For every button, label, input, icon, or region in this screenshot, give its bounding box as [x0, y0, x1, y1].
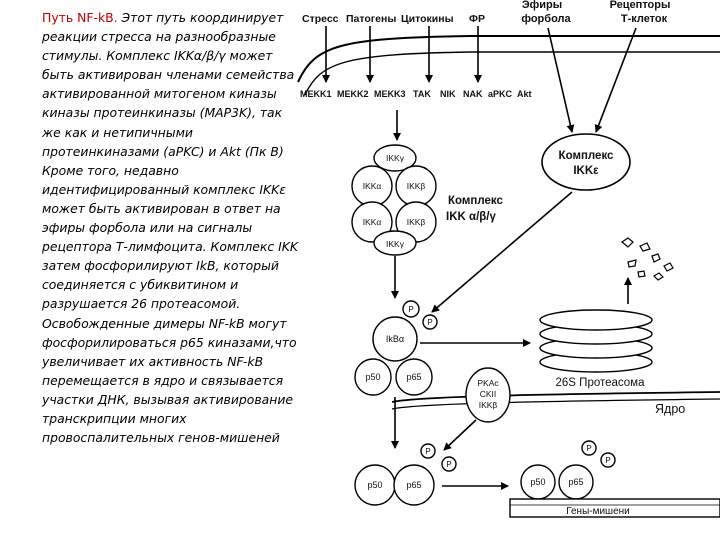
- fragment: [653, 272, 664, 281]
- description-lead: Путь NF-kB.: [42, 10, 118, 25]
- cell-membrane: [297, 35, 720, 83]
- ikk-alpha-lower: [351, 201, 393, 243]
- phospho-group: [600, 452, 616, 468]
- target-genes-label: Гены-мишени: [566, 506, 630, 517]
- kinase-akt: Akt: [517, 89, 532, 99]
- phospho-label: P: [586, 444, 591, 453]
- stimulus-stress: Стресс: [302, 13, 339, 25]
- kinase-row: MEKK1 MEKK2 MEKK3 TAK NIK NAK aPKC Akt: [300, 89, 532, 99]
- phospho-label: P: [605, 456, 610, 465]
- tcr-label-1: Рецепторы: [610, 0, 671, 11]
- fragment: [663, 262, 674, 272]
- description-body: Этот путь координирует реакции стресса н…: [42, 10, 299, 446]
- stimulus-pathogens: Патогены: [346, 13, 396, 25]
- phospho-label: P: [446, 460, 451, 469]
- arrow-kinases-to-p65: [443, 419, 477, 451]
- p65-kinases-box: [465, 367, 511, 423]
- degraded-fragments: [620, 237, 674, 281]
- phospho-label: P: [425, 447, 430, 456]
- ikk-complex: [351, 144, 437, 256]
- arrow-tcr: [594, 27, 637, 133]
- kinase-tak: TAK: [413, 89, 431, 99]
- p65-label: p65: [406, 480, 421, 490]
- p50-label: p50: [365, 372, 380, 382]
- ikk-gamma-top: [373, 144, 417, 172]
- phospho-group: [441, 456, 457, 472]
- nucleus-label: Ядро: [655, 402, 685, 416]
- p65-released: [393, 464, 435, 506]
- ikk-subunit-label: IKKβ: [407, 217, 426, 227]
- dna-strand: [509, 498, 720, 518]
- stimulus-cytokines: Цитокины: [401, 13, 454, 25]
- arrow-phorbol: [547, 27, 575, 133]
- fragment: [651, 253, 661, 263]
- nuclear-membrane: [391, 391, 720, 403]
- fragment: [637, 270, 646, 278]
- p65-kinase-pkac: PKAc: [477, 378, 499, 388]
- cell-membrane-inner: [304, 51, 720, 96]
- p65-kinase-ikkb: IKKβ: [479, 400, 498, 410]
- ikba-label: IkBα: [386, 334, 404, 344]
- kinase-nak: NAK: [463, 89, 483, 99]
- ikk-complex-label-1: Комплекс: [448, 195, 503, 207]
- phospho-group: [420, 443, 436, 459]
- tcr-label-2: Т-клеток: [621, 13, 668, 25]
- p50-label: p50: [367, 480, 382, 490]
- p65-label: p65: [568, 477, 583, 487]
- phorbol-label-2: форбола: [521, 13, 571, 25]
- ikk-subunit-label: IKKα: [363, 217, 382, 227]
- ikk-epsilon-label-2: IKKε: [573, 165, 599, 177]
- ikk-subunit-label: IKKγ: [386, 239, 405, 249]
- phospho-group: [581, 440, 597, 456]
- ikk-subunit-label: IKKα: [363, 181, 382, 191]
- kinase-nik: NIK: [440, 89, 456, 99]
- p50-cytoplasm: [354, 358, 392, 396]
- stimulus-gf: ФР: [469, 13, 485, 25]
- ikk-complex-label-2: IKK α/β/γ: [446, 211, 496, 223]
- kinase-mekk3: MEKK3: [374, 89, 406, 99]
- ikk-epsilon-complex: [541, 133, 631, 191]
- ikk-subunit-label: IKKγ: [386, 153, 405, 163]
- ikk-epsilon-label-1: Комплекс: [559, 150, 614, 162]
- p65-cytoplasm: [395, 358, 433, 396]
- proteasome-stack: [539, 309, 653, 373]
- phorbol-label-1: Эфиры: [522, 0, 562, 11]
- kinase-apkc: aPKC: [488, 89, 513, 99]
- description-text: Путь NF-kB. Этот путь координирует реакц…: [42, 8, 304, 447]
- p65-kinase-ckii: CKII: [480, 389, 497, 399]
- arrow-ikke-to-ikba: [431, 191, 573, 313]
- phospho-label: P: [427, 318, 432, 327]
- phospho-group: [422, 314, 438, 330]
- proteasome-label: 26S Протеасома: [556, 377, 646, 389]
- kinase-mekk1: MEKK1: [300, 89, 332, 99]
- fragment: [627, 259, 637, 268]
- fragment: [620, 237, 634, 248]
- p50-label: p50: [530, 477, 545, 487]
- kinase-mekk2: MEKK2: [337, 89, 369, 99]
- fragment: [639, 242, 651, 252]
- proteasome-disc: [539, 309, 653, 331]
- ikk-subunit-label: IKKβ: [407, 181, 426, 191]
- phospho-group: [402, 300, 420, 318]
- phospho-label: P: [408, 305, 413, 314]
- ikk-gamma-bottom: [373, 230, 417, 256]
- ikba-protein: [372, 316, 418, 362]
- p65-label: p65: [406, 372, 421, 382]
